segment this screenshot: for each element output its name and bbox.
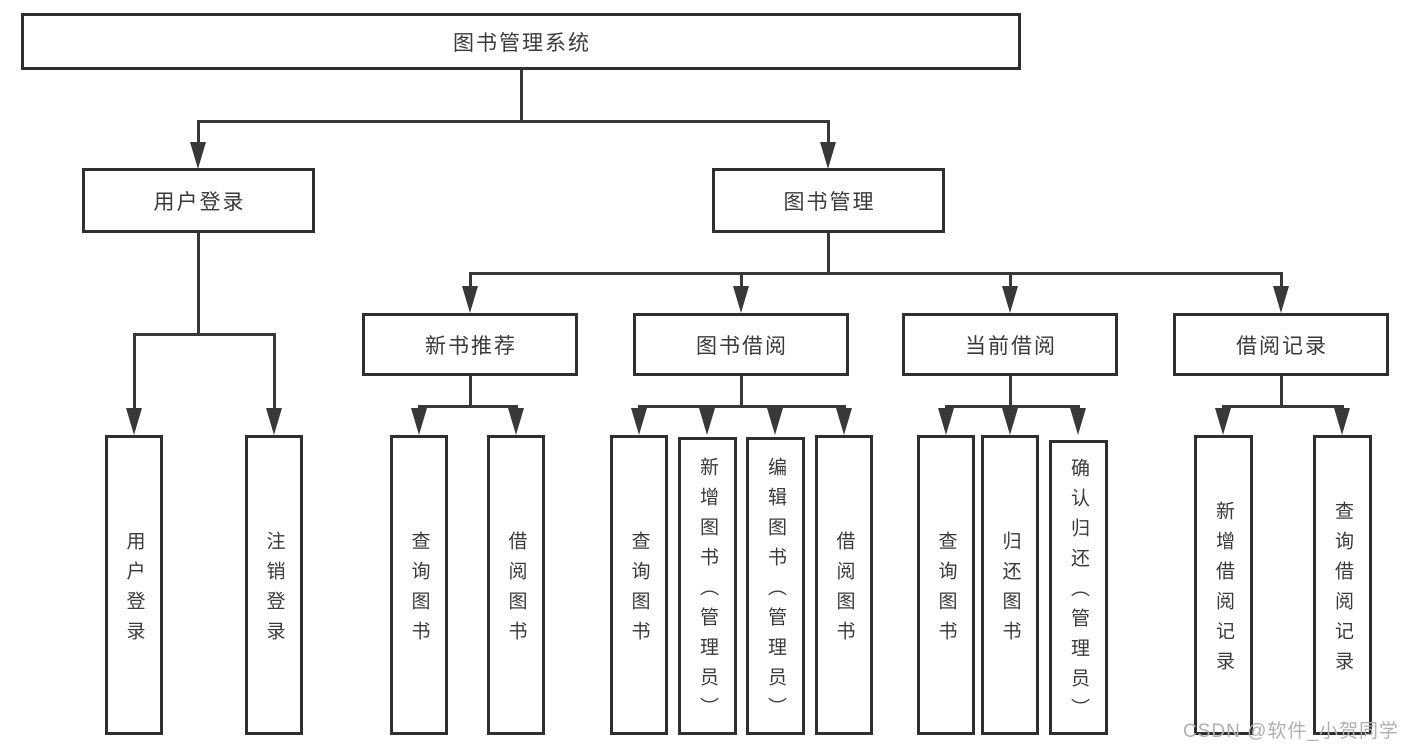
leaf-query-books-current: 查询图书: [917, 435, 975, 735]
leaf-return-book-label: 归还图书: [999, 530, 1021, 651]
connector-line: [133, 333, 136, 409]
connector-line: [1280, 272, 1283, 287]
leaf-query-books-borrowing: 查询图书: [610, 435, 668, 735]
connector-line: [827, 233, 830, 274]
arrowhead-down-icon: [938, 408, 954, 435]
connector-line: [197, 120, 830, 123]
arrowhead-down-icon: [508, 408, 524, 435]
leaf-query-borrow-record: 查询借阅记录: [1313, 435, 1372, 735]
node-borrowing-records: 借阅记录: [1173, 313, 1389, 376]
leaf-borrow-books-recommend: 借阅图书: [487, 435, 545, 735]
connector-line: [1009, 272, 1012, 287]
connector-line: [273, 333, 276, 409]
node-current-borrowing: 当前借阅: [902, 313, 1118, 376]
node-user-login: 用户登录: [82, 168, 315, 233]
leaf-query-borrow-record-label: 查询借阅记录: [1332, 500, 1353, 681]
leaf-query-books-recommend-label: 查询图书: [408, 530, 430, 651]
node-book-borrowing-label: 图书借阅: [696, 334, 788, 358]
leaf-borrow-books-recommend-label: 借阅图书: [505, 530, 527, 651]
connector-line: [740, 272, 743, 287]
node-borrowing-records-label: 借阅记录: [1236, 334, 1328, 358]
arrowhead-down-icon: [1002, 286, 1018, 313]
node-root: 图书管理系统: [21, 13, 1021, 70]
arrowhead-down-icon: [1334, 408, 1350, 435]
leaf-add-book-admin: 新增图书（管理员）: [678, 437, 737, 735]
leaf-edit-book-admin: 编辑图书（管理员）: [746, 437, 805, 735]
node-new-book-recommend-label: 新书推荐: [425, 334, 517, 358]
arrowhead-down-icon: [767, 408, 783, 435]
leaf-query-books-recommend: 查询图书: [390, 435, 448, 735]
leaf-user-login: 用户登录: [105, 435, 163, 735]
connector-line: [1009, 376, 1012, 407]
leaf-borrow-books-borrowing-label: 借阅图书: [833, 530, 855, 651]
connector-line: [740, 376, 743, 407]
connector-line: [133, 333, 276, 336]
node-current-borrowing-label: 当前借阅: [965, 334, 1057, 358]
leaf-add-book-admin-label: 新增图书（管理员）: [697, 456, 718, 727]
node-book-management: 图书管理: [712, 168, 945, 233]
node-book-borrowing: 图书借阅: [633, 313, 849, 376]
connector-line: [469, 376, 472, 407]
arrowhead-down-icon: [733, 286, 749, 313]
arrowhead-down-icon: [266, 408, 282, 435]
arrowhead-down-icon: [190, 142, 206, 169]
connector-line: [418, 405, 518, 408]
arrowhead-down-icon: [462, 286, 478, 313]
node-book-management-label: 图书管理: [783, 190, 876, 214]
connector-line: [638, 405, 846, 408]
connector-line: [1222, 405, 1344, 408]
leaf-add-borrow-record-label: 新增借阅记录: [1213, 500, 1234, 681]
leaf-return-book: 归还图书: [981, 435, 1039, 735]
node-user-login-label: 用户登录: [153, 190, 246, 214]
connector-line: [197, 233, 200, 336]
arrowhead-down-icon: [126, 408, 142, 435]
connector-line: [1280, 376, 1283, 407]
leaf-confirm-return-admin: 确认归还（管理员）: [1049, 440, 1108, 735]
connector-line: [827, 120, 830, 144]
leaf-query-books-borrowing-label: 查询图书: [628, 530, 650, 651]
leaf-logout: 注销登录: [245, 435, 303, 735]
leaf-query-books-current-label: 查询图书: [935, 530, 957, 651]
leaf-confirm-return-admin-label: 确认归还（管理员）: [1068, 458, 1089, 728]
node-new-book-recommend: 新书推荐: [362, 313, 578, 376]
connector-line: [469, 272, 1283, 275]
watermark: CSDN @软件_小贺同学: [1183, 721, 1399, 742]
connector-line: [197, 120, 200, 144]
arrowhead-down-icon: [699, 408, 715, 435]
arrowhead-down-icon: [820, 142, 836, 169]
leaf-user-login-label: 用户登录: [123, 530, 145, 651]
leaf-borrow-books-borrowing: 借阅图书: [815, 435, 873, 735]
arrowhead-down-icon: [1273, 286, 1289, 313]
connector-line: [945, 405, 1080, 408]
leaf-logout-label: 注销登录: [263, 530, 285, 651]
node-root-label: 图书管理系统: [453, 31, 591, 55]
arrowhead-down-icon: [1002, 408, 1018, 435]
leaf-add-borrow-record: 新增借阅记录: [1194, 435, 1253, 735]
arrowhead-down-icon: [1070, 408, 1086, 435]
arrowhead-down-icon: [836, 408, 852, 435]
connector-line: [520, 70, 523, 122]
connector-line: [469, 272, 472, 287]
leaf-edit-book-admin-label: 编辑图书（管理员）: [765, 456, 786, 727]
arrowhead-down-icon: [411, 408, 427, 435]
arrowhead-down-icon: [1215, 408, 1231, 435]
arrowhead-down-icon: [631, 408, 647, 435]
